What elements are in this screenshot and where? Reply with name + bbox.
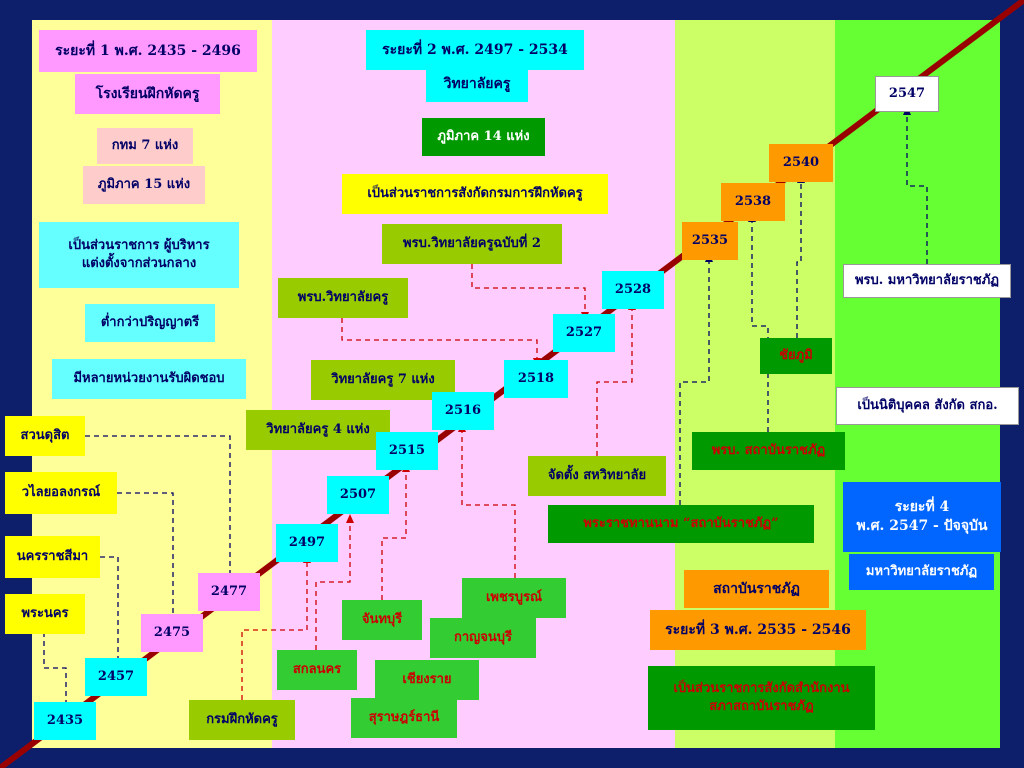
province-phetchabun: เพชรบูรณ์ — [462, 578, 566, 618]
year-2540: 2540 — [769, 144, 833, 182]
period3-title: ระยะที่ 3 พ.ศ. 2535 - 2546 — [650, 610, 866, 650]
period2-under-dept: เป็นส่วนราชการสังกัดกรมการฝึกหัดครู — [342, 174, 608, 214]
period2-act2: พรบ.วิทยาลัยครูฉบับที่ 2 — [382, 224, 562, 264]
period3-under-line2: สภาสถาบันราชภัฏ — [709, 699, 814, 714]
period3-under: เป็นส่วนราชการสังกัดสำนักงาน สภาสถาบันรา… — [648, 666, 875, 730]
year-2515: 2515 — [376, 432, 438, 470]
period2-act1: พรบ.วิทยาลัยครู — [278, 278, 408, 318]
year-2475: 2475 — [141, 614, 203, 652]
school-walai: วไลยอลงกรณ์ — [5, 472, 117, 514]
period4-title-line1: ระยะที่ 4 — [894, 499, 950, 516]
period3-chaiyaphum: ชัยภูมิ — [760, 338, 832, 374]
period4-name: มหาวิทยาลัยราชภัฏ — [849, 554, 994, 590]
province-chanthaburi: จันทบุรี — [342, 600, 422, 640]
year-2477: 2477 — [198, 573, 260, 611]
province-surat-thani: สุราษฎร์ธานี — [351, 698, 457, 738]
period1-government-line2: แต่งตั้งจากส่วนกลาง — [81, 256, 197, 271]
school-phra-nakhon: พระนคร — [5, 594, 85, 634]
year-2435: 2435 — [34, 702, 96, 740]
province-chiang-rai: เชียงราย — [375, 660, 479, 700]
period3-act: พรบ. สถาบันราชภัฏ — [692, 432, 845, 470]
period1-regional: ภูมิภาค 15 แห่ง — [83, 166, 205, 204]
period1-degree: ต่ำกว่าปริญญาตรี — [85, 304, 215, 342]
year-2527: 2527 — [553, 314, 615, 352]
year-2547: 2547 — [875, 76, 939, 112]
period2-regions: ภูมิภาค 14 แห่ง — [422, 118, 545, 156]
school-suan-dusit: สวนดุสิต — [5, 416, 85, 456]
period2-title: ระยะที่ 2 พ.ศ. 2497 - 2534 — [366, 30, 584, 70]
period4-title: ระยะที่ 4 พ.ศ. 2547 - ปัจจุบัน — [843, 482, 1001, 552]
year-2518: 2518 — [504, 360, 568, 398]
period2-name: วิทยาลัยครู — [426, 66, 528, 102]
period1-government-line1: เป็นส่วนราชการ ผู้บริหาร — [68, 238, 210, 254]
period1-government: เป็นส่วนราชการ ผู้บริหาร แต่งตั้งจากส่วน… — [39, 222, 239, 288]
year-2516: 2516 — [432, 392, 494, 430]
period3-name: สถาบันราชภัฏ — [684, 570, 829, 608]
period4-act: พรบ. มหาวิทยาลัยราชภัฏ — [843, 264, 1011, 298]
school-nakhon-ratchasima: นครราชสีมา — [5, 536, 100, 578]
year-2497: 2497 — [276, 524, 338, 562]
province-kanchanaburi: กาญจนบุรี — [430, 618, 536, 658]
period3-under-line1: เป็นส่วนราชการสังกัดสำนักงาน — [673, 681, 850, 697]
province-sakon-nakhon: สกลนคร — [277, 650, 357, 690]
period2-colleges4: วิทยาลัยครู 4 แห่ง — [246, 410, 390, 450]
period3-royal-name: พระราชทานนาม “สถาบันราชภัฏ” — [548, 505, 814, 543]
year-2538: 2538 — [721, 183, 785, 221]
period1-title: ระยะที่ 1 พ.ศ. 2435 - 2496 — [39, 30, 257, 72]
year-2535: 2535 — [682, 222, 738, 260]
period1-agencies: มีหลายหน่วยงานรับผิดชอบ — [52, 359, 246, 399]
year-2528: 2528 — [602, 271, 664, 309]
period1-name: โรงเรียนฝึกหัดครู — [75, 74, 220, 114]
year-2457: 2457 — [85, 658, 147, 696]
period2-dept: กรมฝึกหัดครู — [189, 700, 295, 740]
period4-title-line2: พ.ศ. 2547 - ปัจจุบัน — [856, 518, 988, 534]
period4-legal: เป็นนิติบุคคล สังกัด สกอ. — [836, 387, 1019, 425]
year-2507: 2507 — [327, 476, 389, 514]
period1-bkk: กทม 7 แห่ง — [97, 128, 193, 164]
period2-colleges7: วิทยาลัยครู 7 แห่ง — [311, 360, 455, 400]
period2-sahawittayalai: จัดตั้ง สหวิทยาลัย — [528, 456, 666, 496]
